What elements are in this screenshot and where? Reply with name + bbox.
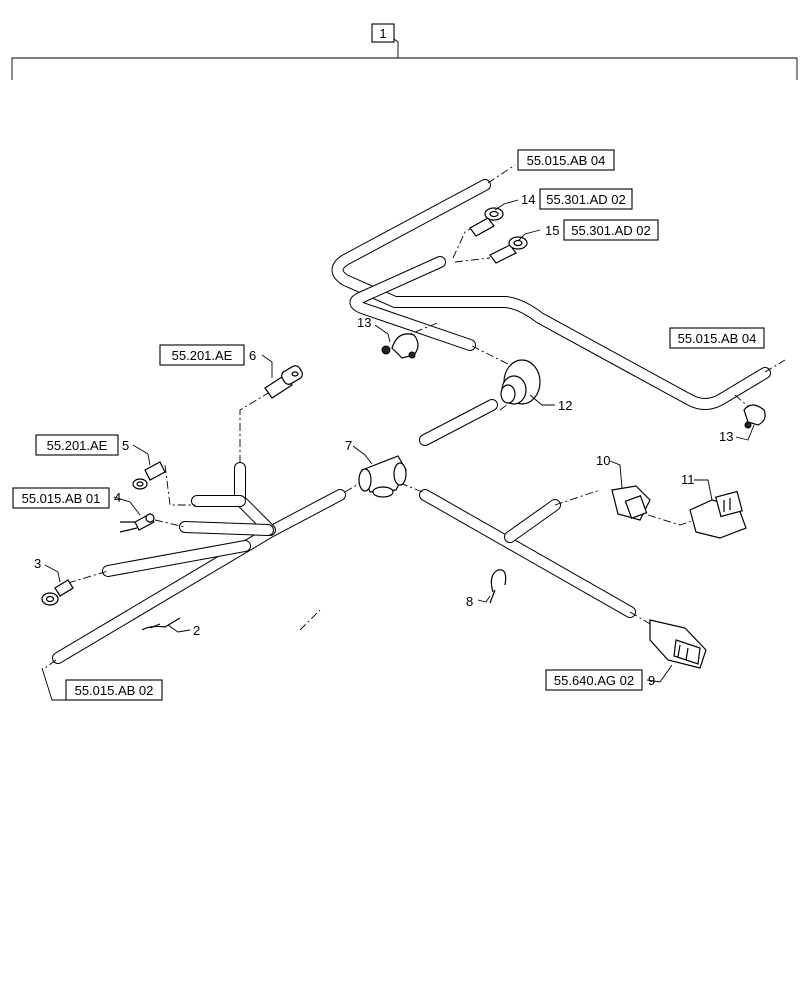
assembly-bracket: 1 — [11, 23, 798, 80]
terminal-5 — [132, 461, 166, 490]
ref-55-015-ab-04-upper: 55.015.AB 04 — [527, 153, 606, 168]
ring-terminal-15 — [489, 236, 528, 264]
cable-tie-8 — [489, 569, 507, 604]
ref-55-015-ab-01: 55.015.AB 01 — [22, 491, 101, 506]
assembly-item-number: 1 — [379, 26, 386, 41]
callout-leaders — [41, 199, 755, 701]
connector-9 — [649, 619, 707, 669]
callout-15: 15 — [545, 223, 559, 238]
terminal-6 — [264, 365, 303, 399]
callout-11: 11 — [681, 472, 695, 487]
ref-55-301-ad-02-14: 55.301.AD 02 — [546, 192, 626, 207]
callout-13-lower: 13 — [719, 429, 733, 444]
connector-11 — [689, 490, 747, 539]
reference-boxes: 55.015.AB 04 55.301.AD 02 55.301.AD 02 5… — [12, 149, 765, 701]
ring-terminal-14 — [469, 207, 504, 237]
callout-4: 4 — [114, 490, 121, 505]
callout-14: 14 — [521, 192, 535, 207]
connector-10 — [611, 485, 651, 521]
callout-8: 8 — [466, 594, 473, 609]
ref-55-301-ad-02-15: 55.301.AD 02 — [571, 223, 651, 238]
callout-7: 7 — [345, 438, 352, 453]
wire-tie-2 — [141, 617, 181, 631]
callout-6: 6 — [249, 348, 256, 363]
ref-55-015-ab-04-right: 55.015.AB 04 — [678, 331, 757, 346]
callout-13-upper: 13 — [357, 315, 371, 330]
fork-terminal-4 — [119, 513, 155, 533]
ref-55-201-ae-6: 55.201.AE — [172, 348, 233, 363]
ref-55-640-ag-02: 55.640.AG 02 — [554, 673, 634, 688]
callout-2: 2 — [193, 623, 200, 638]
callout-5: 5 — [122, 438, 129, 453]
harness-tubes — [52, 179, 771, 664]
callout-12: 12 — [558, 398, 572, 413]
callout-3: 3 — [34, 556, 41, 571]
leader-lines — [44, 164, 786, 669]
tee-fitting-7 — [358, 455, 407, 498]
callout-numbers: 2 3 4 5 6 7 8 9 10 11 12 13 13 14 15 — [34, 192, 733, 688]
grommet-12 — [500, 359, 541, 405]
ring-terminal-3 — [41, 579, 74, 606]
ref-55-015-ab-02: 55.015.AB 02 — [75, 683, 154, 698]
callout-9: 9 — [648, 673, 655, 688]
ref-55-201-ae-5: 55.201.AE — [47, 438, 108, 453]
callout-10: 10 — [596, 453, 610, 468]
p-clip-13-upper — [381, 333, 419, 359]
p-clip-13-lower — [743, 404, 766, 429]
